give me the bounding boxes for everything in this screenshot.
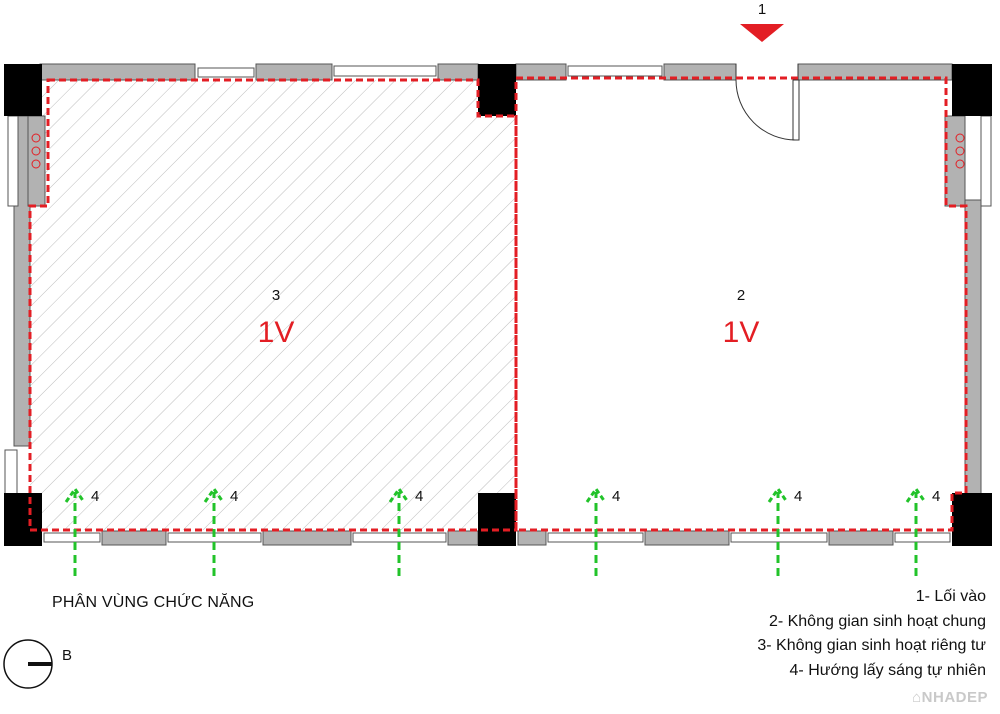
private-zone-outline	[28, 78, 518, 532]
light-arrow: 4	[64, 486, 99, 576]
legend-item-entrance: 1- Lối vào	[915, 588, 986, 605]
light-arrow-label: 4	[794, 488, 802, 505]
zone-2-number: 2	[737, 287, 745, 304]
zone-3-code: 1V	[258, 316, 295, 349]
column-bottom-right	[952, 493, 992, 546]
wall-bottom-d	[517, 530, 547, 546]
windows	[4, 65, 992, 543]
side-fixtures	[31, 133, 965, 169]
light-arrow: 4	[767, 486, 802, 576]
light-arrow: 4	[585, 486, 620, 576]
light-arrow: 4	[388, 486, 423, 576]
light-arrow-label: 4	[415, 488, 423, 505]
house-logo-icon: ⌂	[912, 689, 922, 706]
wall-bottom-c	[447, 530, 479, 546]
column-bottom-left	[4, 493, 42, 546]
wall-bottom-e	[644, 530, 730, 546]
light-arrows: 4 4 4 4 4 4	[64, 486, 940, 576]
private-zone-hatch	[30, 80, 517, 530]
column-top-left	[4, 64, 42, 116]
wall-top-left	[39, 63, 196, 81]
wall-bottom-f	[828, 530, 894, 546]
entrance-marker-triangle	[740, 24, 784, 42]
wall-top-mid	[255, 63, 333, 81]
wall-bottom-b	[262, 530, 352, 546]
zone-outlines	[28, 76, 968, 532]
columns	[4, 64, 992, 546]
light-arrow-label: 4	[91, 488, 99, 505]
wall-left-pier	[27, 115, 46, 207]
wall-top-b	[437, 63, 479, 81]
entrance-marker-number: 1	[758, 1, 766, 18]
legend-item-private: 3- Không gian sinh hoạt riêng tư	[757, 637, 986, 654]
light-arrow-label: 4	[612, 488, 620, 505]
light-arrow: 4	[203, 486, 238, 576]
light-arrow-label: 4	[230, 488, 238, 505]
column-top-right	[952, 64, 992, 116]
common-zone-outline	[514, 76, 968, 532]
legend-item-common: 2- Không gian sinh hoạt chung	[768, 612, 986, 630]
column-bottom-mid	[478, 493, 516, 546]
compass-label: B	[62, 647, 72, 664]
diagram-caption: PHÂN VÙNG CHỨC NĂNG	[52, 594, 255, 611]
column-top-mid	[478, 64, 516, 116]
wall-bottom-a	[101, 530, 167, 546]
zone-3-number: 3	[272, 287, 280, 304]
light-arrow: 4	[905, 486, 940, 576]
zone-2-code: 1V	[723, 316, 760, 349]
logo-text: NHADEP	[921, 689, 988, 706]
entrance-door	[735, 64, 800, 141]
north-compass: B	[3, 639, 72, 689]
legend: 1- Lối vào 2- Không gian sinh hoạt chung…	[757, 585, 986, 683]
nhadep-logo: ⌂NHADEP	[912, 689, 988, 706]
light-arrow-label: 4	[932, 488, 940, 505]
legend-item-light: 4- Hướng lấy sáng tự nhiên	[789, 661, 986, 679]
